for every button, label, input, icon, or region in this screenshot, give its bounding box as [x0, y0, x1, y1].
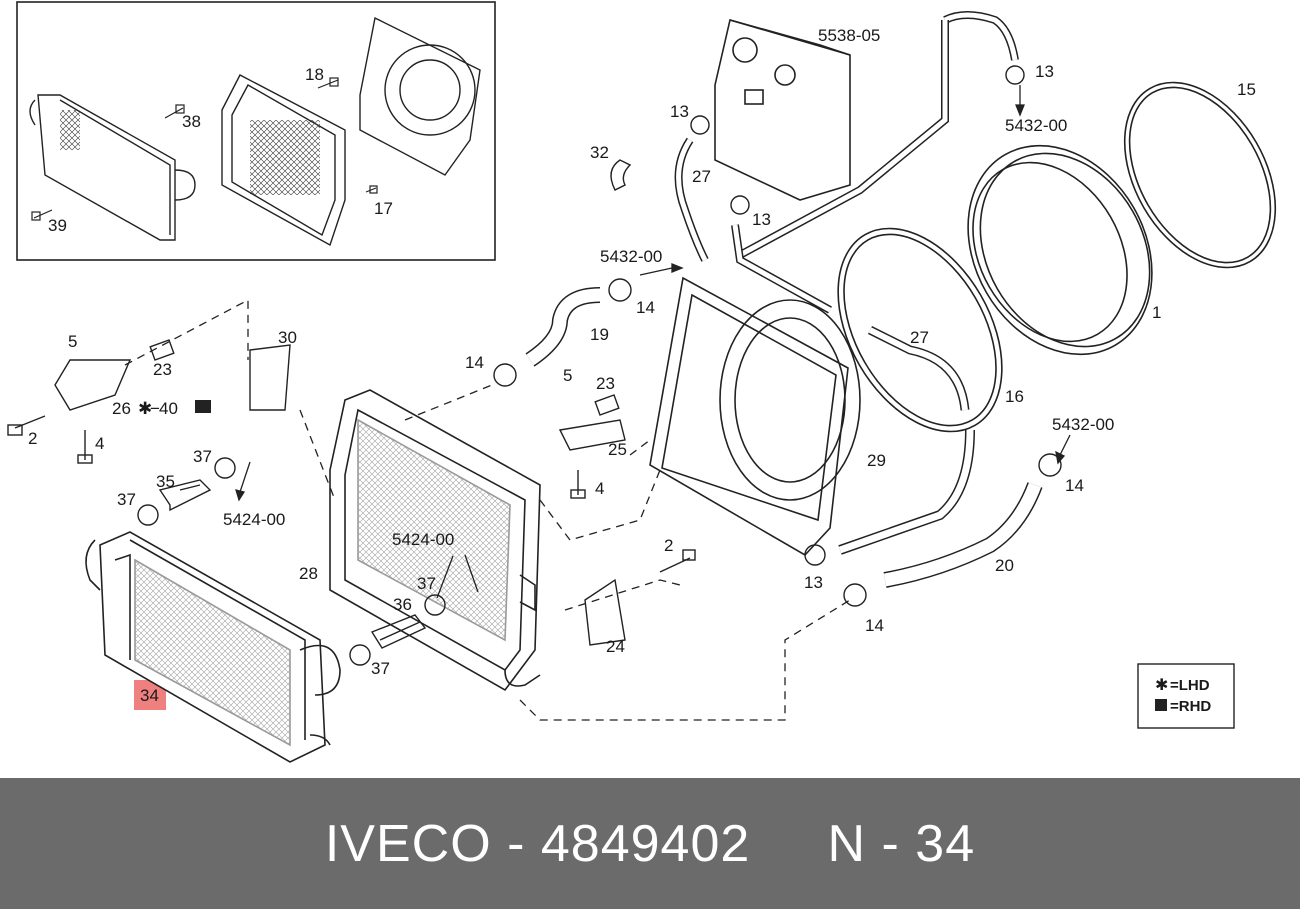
part-label: 13: [1035, 62, 1054, 81]
part-label: 2: [664, 536, 673, 555]
part-label-34: 34: [140, 686, 159, 705]
part-label: 14: [865, 616, 884, 635]
group-code-5432-00-right: 5432-00: [1052, 415, 1114, 434]
intercooler[interactable]: [85, 531, 341, 763]
inset-bolts: [31, 77, 378, 221]
part-label: 4: [595, 479, 604, 498]
legend-rhd: =RHD: [1170, 698, 1211, 715]
parts-diagram: ✱ =LHD =RHD 5538-05 5432-00 5432-00 5432…: [7, 1, 1300, 763]
radiator[interactable]: [329, 389, 541, 692]
arrows: [235, 85, 1071, 599]
part-label: 30: [278, 328, 297, 347]
part-label: 14: [636, 298, 655, 317]
part-label: 14: [465, 353, 484, 372]
part-label: 27: [910, 328, 929, 347]
part-label: 27: [692, 167, 711, 186]
part-label: 2: [28, 429, 37, 448]
inset-shroud: [359, 16, 481, 176]
group-code-5424-00-center: 5424-00: [392, 530, 454, 549]
part-label: 24: [606, 637, 625, 656]
part-label: 25: [608, 440, 627, 459]
part-label: 23: [153, 360, 172, 379]
legend-lhd-icon: ✱: [1155, 677, 1168, 694]
part-label: 13: [670, 102, 689, 121]
part-label: 26: [112, 399, 131, 418]
expansion-tank[interactable]: [714, 18, 851, 201]
fan-shroud[interactable]: [649, 276, 861, 557]
part-label: 16: [1005, 387, 1024, 406]
part-label: 4: [95, 434, 104, 453]
clamps-brackets: [7, 65, 1062, 666]
part-caption: IVECO - 4849402 N - 34: [324, 814, 976, 873]
part-label: 18: [305, 65, 324, 84]
inset-intercooler: [29, 94, 196, 241]
lhd-marker: ✱: [138, 399, 152, 418]
dash-separator: −: [150, 399, 160, 418]
part-label: 37: [193, 447, 212, 466]
part-label: 17: [374, 199, 393, 218]
fan-ring[interactable]: [931, 112, 1188, 388]
rhd-marker: [195, 400, 211, 413]
footer-bar: IVECO - 4849402 N - 34: [0, 778, 1300, 909]
part-label: 28: [299, 564, 318, 583]
hoses: [158, 11, 1043, 649]
part-label: 37: [417, 574, 436, 593]
part-label: 29: [867, 451, 886, 470]
part-label: 40: [159, 399, 178, 418]
part-label: 38: [182, 112, 201, 131]
group-code-5424-00-left: 5424-00: [223, 510, 285, 529]
group-code-5432-00-mid: 5432-00: [600, 247, 662, 266]
part-label: 1: [1152, 303, 1161, 322]
legend-box: ✱ =LHD =RHD: [1137, 663, 1235, 729]
part-label: 36: [393, 595, 412, 614]
part-label: 5: [563, 366, 572, 385]
part-label: 23: [596, 374, 615, 393]
inset-overview: [16, 1, 496, 261]
part-label: 15: [1237, 80, 1256, 99]
part-label: 14: [1065, 476, 1084, 495]
inset-radiator: [221, 74, 346, 247]
part-label: 13: [752, 210, 771, 229]
part-label: 13: [804, 573, 823, 592]
clamp-ring-15[interactable]: [1094, 56, 1300, 294]
legend-lhd: =LHD: [1170, 677, 1210, 694]
part-label: 19: [590, 325, 609, 344]
part-label: 37: [117, 490, 136, 509]
part-label: 39: [48, 216, 67, 235]
group-code-5432-00-top: 5432-00: [1005, 116, 1067, 135]
part-label: 35: [156, 472, 175, 491]
legend-rhd-icon: [1155, 699, 1167, 711]
group-code-5538-05: 5538-05: [818, 26, 880, 45]
part-label: 20: [995, 556, 1014, 575]
part-label: 37: [371, 659, 390, 678]
leader-lines: [124, 298, 851, 721]
part-label: 5: [68, 332, 77, 351]
clamp-ring-16[interactable]: [804, 200, 1035, 461]
part-label: 32: [590, 143, 609, 162]
